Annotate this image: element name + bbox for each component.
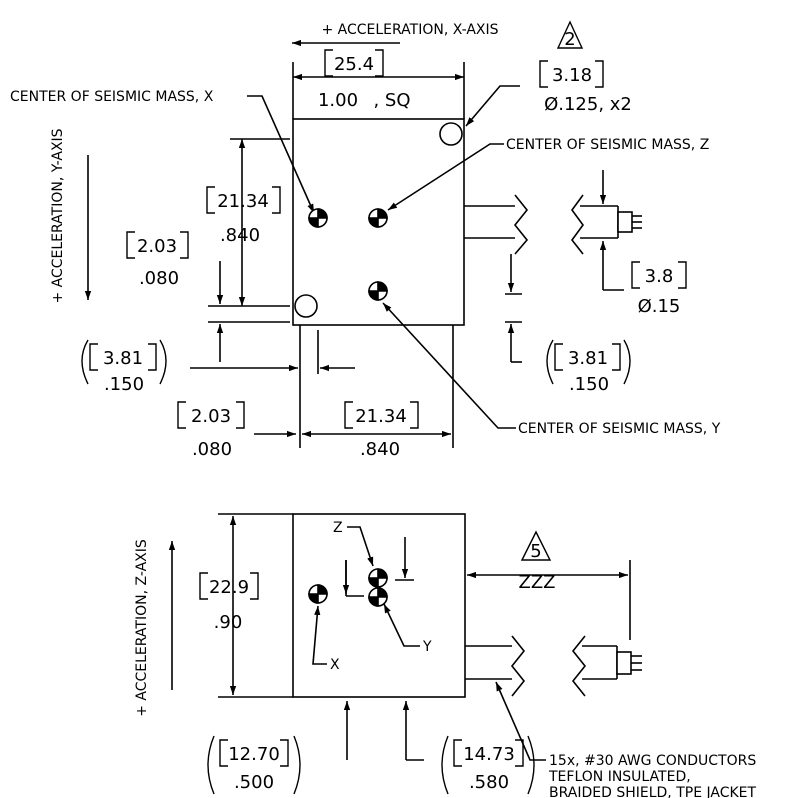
- offset-imperial: .080: [139, 268, 179, 289]
- note-2-triangle-icon: [556, 20, 584, 49]
- right-ref-metric: 3.81: [568, 348, 608, 369]
- center-x-label: CENTER OF SEISMIC MASS, X: [10, 89, 214, 105]
- cable-length-label: ZZZ: [519, 572, 556, 593]
- center-y-label: CENTER OF SEISMIC MASS, Y: [518, 421, 721, 437]
- center-of-mass-symbols: [308, 208, 388, 607]
- mounting-hole-bottom-left: [294, 294, 318, 318]
- com-y-side: [368, 587, 388, 607]
- side-height-imperial: .90: [214, 612, 243, 633]
- bottom-offset-imperial: .080: [192, 439, 232, 460]
- right-ref-imperial: .150: [569, 374, 609, 395]
- height-metric: 21.34: [217, 191, 269, 212]
- y-mass-label: Y: [422, 639, 432, 655]
- offset-metric: 2.03: [137, 236, 177, 257]
- bottom-offset-metric: 2.03: [191, 406, 231, 427]
- com-z-top: [368, 208, 388, 228]
- z-axis-label: + ACCELERATION, Z-AXIS: [134, 539, 150, 717]
- com-x-top: [308, 208, 328, 228]
- side-right-ref-imperial: .580: [469, 772, 509, 793]
- top-view: [84, 39, 642, 448]
- top-body-outline: [292, 118, 465, 326]
- cable-note-line3: BRAIDED SHIELD, TPE JACKET: [549, 785, 757, 798]
- side-body-outline: [292, 513, 466, 698]
- bottom-span-imperial: .840: [360, 439, 400, 460]
- side-height-metric: 22.9: [209, 577, 249, 598]
- x-mass-label: X: [330, 657, 340, 673]
- cable-note-line2: TEFLON INSULATED,: [548, 769, 691, 785]
- cable-note-line1: 15x, #30 AWG CONDUCTORS: [549, 753, 756, 769]
- com-z-side: [368, 568, 388, 588]
- width-imperial: 1.00: [318, 90, 358, 111]
- note-2-number: 2: [564, 29, 575, 50]
- center-z-label: CENTER OF SEISMIC MASS, Z: [506, 137, 709, 153]
- com-y-top: [368, 281, 388, 301]
- side-left-ref-metric: 12.70: [228, 744, 280, 765]
- cable-dia-imperial: Ø.15: [638, 296, 681, 317]
- note-5-number: 5: [530, 541, 541, 562]
- hole-metric: 3.18: [552, 65, 592, 86]
- com-x-side: [308, 584, 328, 604]
- side-view: [168, 513, 642, 761]
- side-right-ref-metric: 14.73: [463, 744, 515, 765]
- left-ref-metric: 3.81: [103, 348, 143, 369]
- z-mass-label: Z: [333, 520, 343, 536]
- mounting-hole-top-right: [439, 122, 463, 146]
- x-axis-label: + ACCELERATION, X-AXIS: [321, 22, 498, 38]
- side-left-ref-imperial: .500: [234, 772, 274, 793]
- bottom-span-metric: 21.34: [355, 406, 407, 427]
- left-ref-imperial: .150: [104, 374, 144, 395]
- width-metric: 25.4: [334, 54, 374, 75]
- hole-imperial: Ø.125, x2: [544, 94, 632, 115]
- width-suffix: , SQ: [373, 90, 410, 111]
- note-5-triangle-icon: [520, 530, 552, 561]
- cable-dia-metric: 3.8: [645, 266, 674, 287]
- y-axis-label: + ACCELERATION, Y-AXIS: [50, 128, 66, 303]
- height-imperial: .840: [220, 225, 260, 246]
